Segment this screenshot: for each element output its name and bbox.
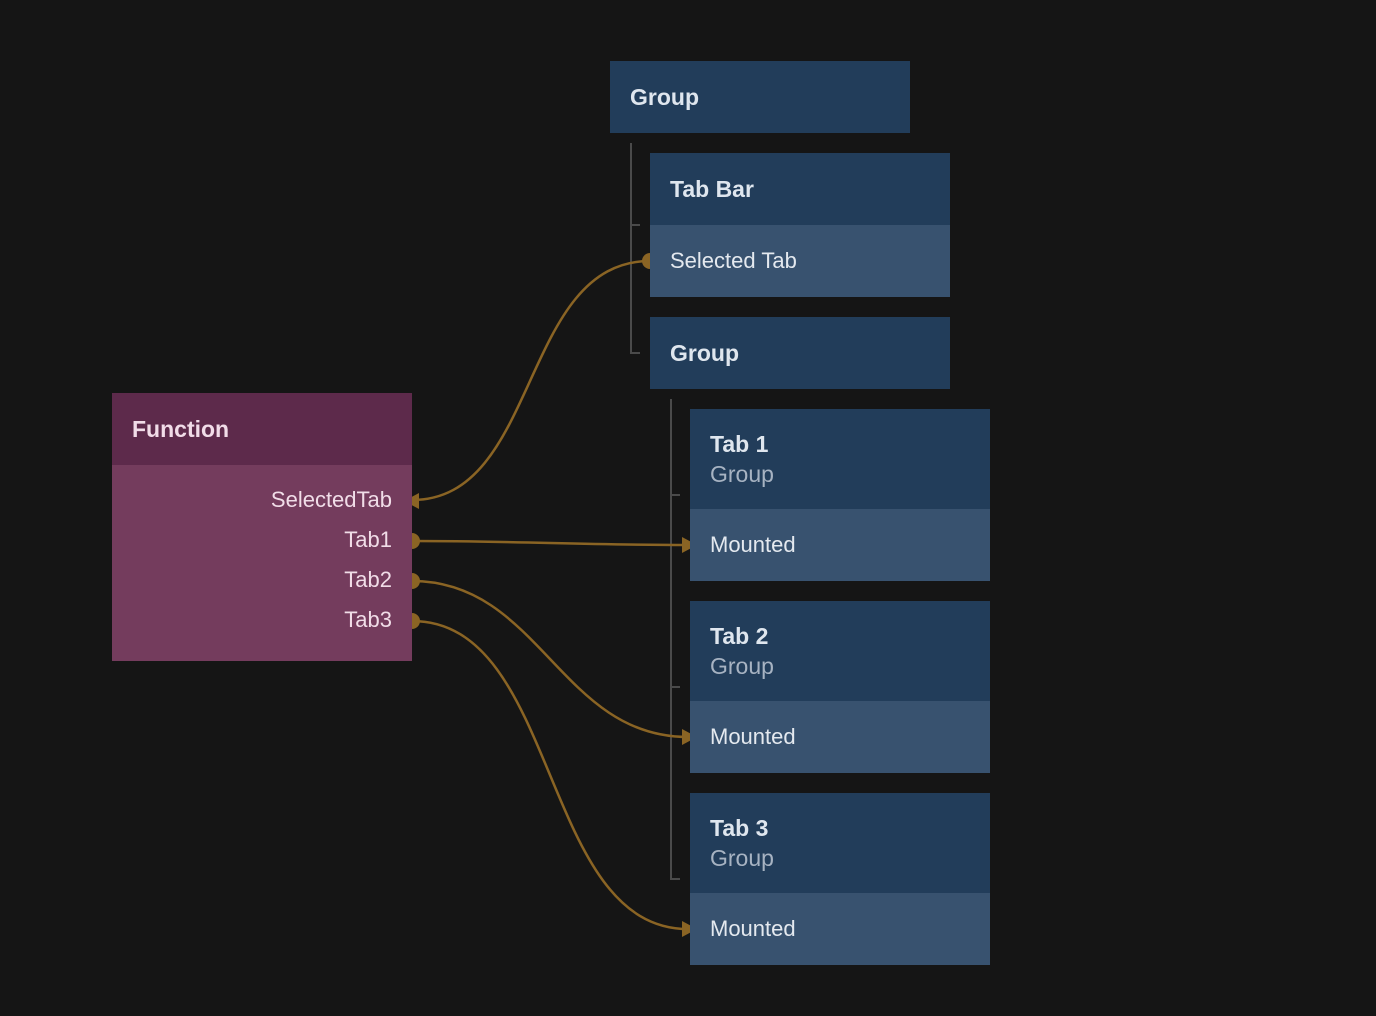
node-subtitle: Group: [710, 653, 774, 679]
node-header: Tab 1 Group: [690, 409, 990, 509]
node-title: Tab 3: [710, 815, 769, 841]
wire-tab2[interactable]: [411, 579, 689, 739]
node-title: Group: [670, 340, 739, 366]
node-header: Group: [610, 61, 910, 133]
node-group-root[interactable]: Group: [610, 61, 910, 133]
node-title: Tab 1: [710, 431, 769, 457]
node-title: Function: [132, 416, 230, 442]
port-selected-tab[interactable]: Selected Tab: [650, 225, 950, 297]
port-mounted[interactable]: Mounted: [690, 509, 990, 581]
node-header: Tab Bar: [650, 153, 950, 225]
wire-selected-tab[interactable]: [411, 259, 651, 502]
node-group-inner[interactable]: Group: [650, 317, 950, 389]
hierarchy-line-inner: [670, 399, 680, 880]
wire-tab3[interactable]: [411, 619, 689, 931]
port-mounted[interactable]: Mounted: [690, 893, 990, 965]
node-title: Group: [630, 84, 699, 110]
node-header: Group: [650, 317, 950, 389]
node-header: Tab 3 Group: [690, 793, 990, 893]
node-header: Function: [112, 393, 412, 465]
node-tab1[interactable]: Tab 1 Group Mounted: [690, 409, 990, 581]
node-tab3[interactable]: Tab 3 Group Mounted: [690, 793, 990, 965]
port-tab2[interactable]: Tab2: [344, 567, 392, 592]
node-subtitle: Group: [710, 845, 774, 871]
wire-tab1[interactable]: [411, 539, 689, 547]
node-subtitle: Group: [710, 461, 774, 487]
port-mounted[interactable]: Mounted: [690, 701, 990, 773]
port-tab3[interactable]: Tab3: [344, 607, 392, 632]
port-selectedtab[interactable]: SelectedTab: [270, 487, 392, 512]
function-ports: SelectedTab Tab1 Tab2 Tab3: [112, 465, 412, 661]
node-tab-bar[interactable]: Tab Bar Selected Tab: [650, 153, 950, 297]
node-tab2[interactable]: Tab 2 Group Mounted: [690, 601, 990, 773]
node-function[interactable]: Function SelectedTab Tab1 Tab2 Tab3: [112, 393, 412, 661]
hierarchy-line-root: [630, 143, 640, 354]
node-header: Tab 2 Group: [690, 601, 990, 701]
node-title: Tab 2: [710, 623, 769, 649]
port-tab1[interactable]: Tab1: [344, 527, 392, 552]
node-title: Tab Bar: [670, 176, 754, 202]
